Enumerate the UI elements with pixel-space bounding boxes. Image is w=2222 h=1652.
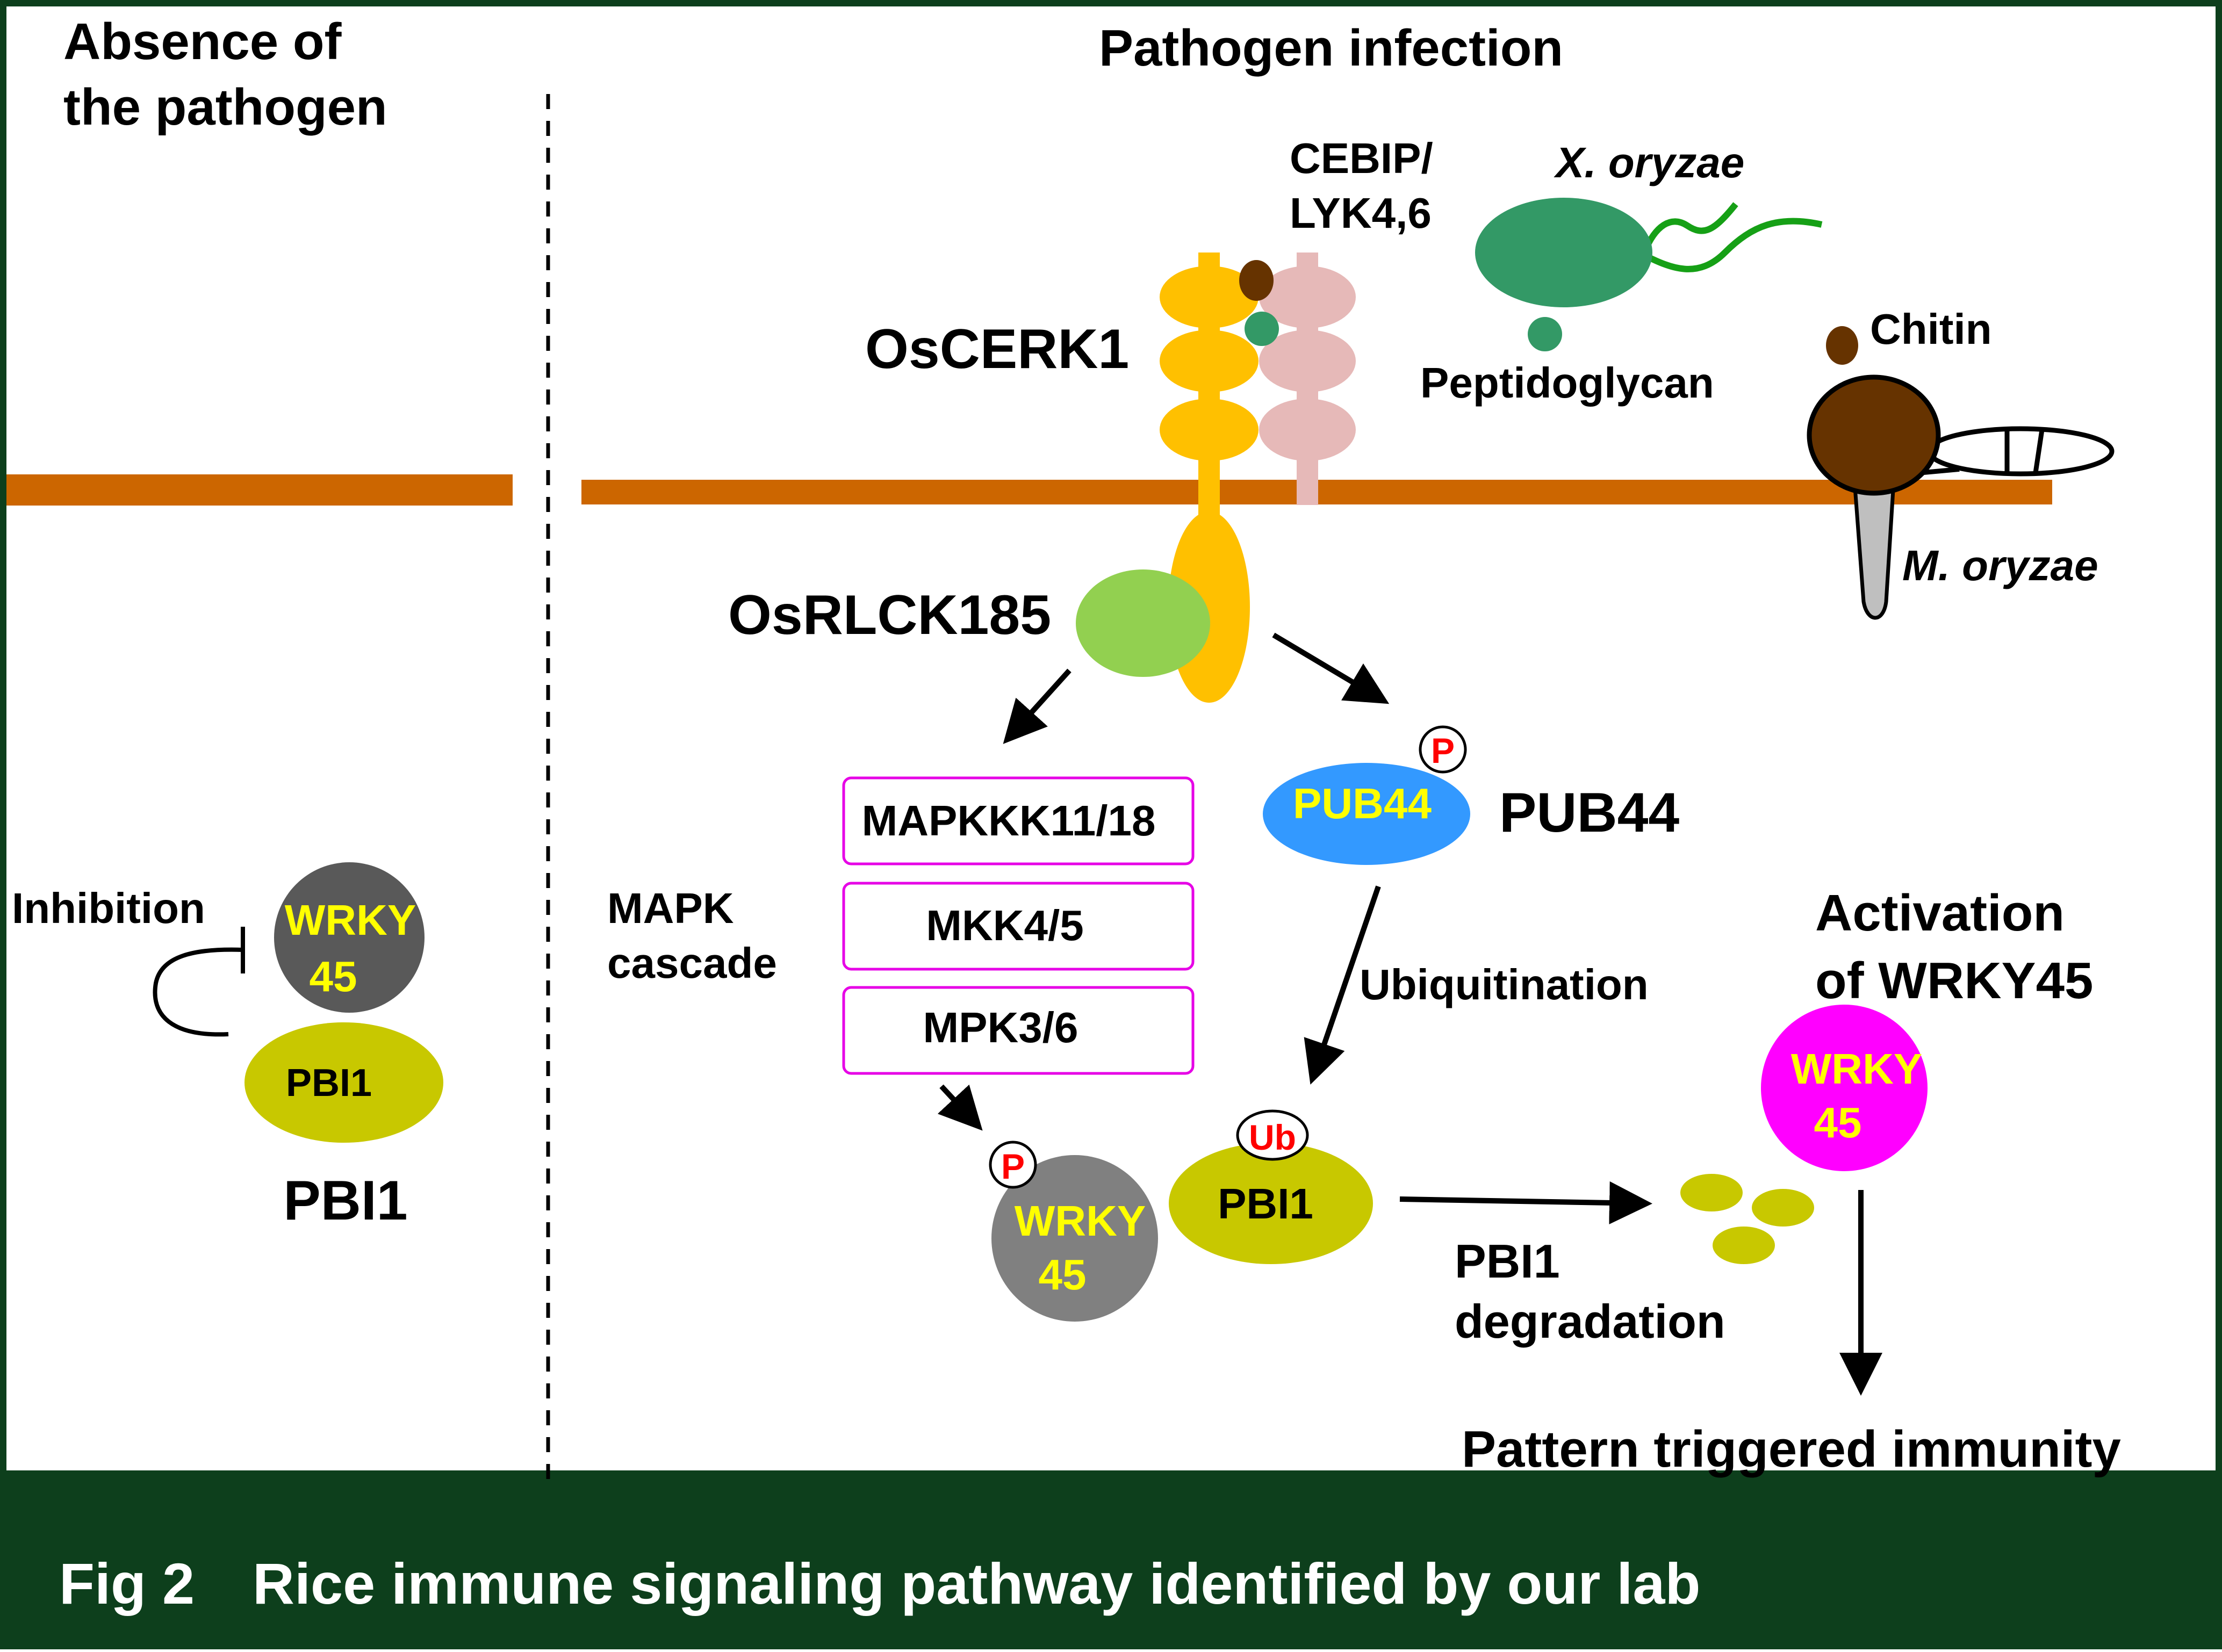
arrow-pbi1-degradation [1399, 1181, 1652, 1224]
pub44-inner-label: PUB44 [1293, 780, 1432, 827]
cebip-label-line2: LYK4,6 [1290, 189, 1432, 237]
peptidoglycan-label: Peptidoglycan [1420, 359, 1714, 407]
phospho-tag-wrky [989, 1141, 1037, 1189]
cebip-receptor [1259, 253, 1356, 505]
cebip-label-line1: CEBIP/ [1290, 134, 1433, 182]
t-bar-icon [153, 927, 245, 1037]
arrow-rlck-to-pub44 [1272, 632, 1390, 704]
mapk-label-line1: MAPK [607, 884, 734, 932]
pub44-label: PUB44 [1499, 782, 1679, 844]
pbi1-ubiquitinated [1169, 1143, 1373, 1264]
phospho-tag-pub44 [1419, 725, 1467, 774]
ubiquitination-label: Ubiquitination [1360, 961, 1649, 1008]
arrow-pub44-to-pbi1 [1304, 885, 1381, 1085]
wrky45-active-line2: 45 [1814, 1099, 1862, 1146]
wrky45-phosphorylated [991, 1155, 1158, 1322]
wrky45-inactive-line1: WRKY [285, 896, 416, 944]
osrlck185-label: OsRLCK185 [728, 584, 1051, 646]
osrlck185 [1076, 569, 1210, 677]
arrow-rlck-to-mapk [1003, 668, 1072, 744]
phospho-tag-pub44-label: P [1431, 731, 1455, 770]
oscerk1-label: OsCERK1 [865, 318, 1129, 380]
bacterium-icon [1475, 198, 1823, 307]
pbi1-fragments [1680, 1174, 1814, 1264]
mapk-box-mkk [842, 882, 1195, 971]
pbi1-left-inner: PBI1 [286, 1062, 372, 1105]
mapk-box-mkk-label: MKK4/5 [926, 901, 1083, 949]
pbi1-right-inner: PBI1 [1218, 1180, 1313, 1228]
chitin-particle-icon [1826, 326, 1858, 365]
wrky45-active [1761, 1005, 1928, 1171]
mapk-label-line2: cascade [607, 939, 777, 987]
wrky45-inactive [274, 862, 425, 1013]
arrow-mapk-to-wrky [937, 1084, 983, 1131]
pbi1-left-label: PBI1 [283, 1170, 407, 1232]
membrane-left [6, 474, 513, 506]
phospho-tag-wrky-label: P [1001, 1146, 1025, 1186]
oscerk1-receptor [1160, 253, 1259, 703]
wrky45-phospho-line2: 45 [1039, 1251, 1087, 1298]
wrky45-phospho-line1: WRKY [1015, 1197, 1146, 1245]
chitin-label: Chitin [1870, 305, 1992, 353]
left-title-line2: the pathogen [63, 78, 387, 136]
activation-label-line2: of WRKY45 [1815, 952, 2093, 1009]
pti-label: Pattern triggered immunity [1462, 1420, 2121, 1478]
fungus-spore-icon [1807, 374, 2115, 620]
peptidoglycan-bound-particle [1245, 312, 1279, 346]
figure-caption: Fig 2 Rice immune signaling pathway iden… [59, 1551, 1700, 1616]
wrky45-inactive-line2: 45 [310, 953, 357, 1000]
mapk-box-mpk-label: MPK3/6 [923, 1004, 1078, 1051]
wrky45-active-line1: WRKY [1791, 1045, 1922, 1093]
x-oryzae-label: X. oryzae [1554, 139, 1744, 186]
pub44 [1263, 763, 1470, 865]
pbi1-left [245, 1022, 443, 1143]
degradation-label-line2: degradation [1455, 1295, 1725, 1348]
mapk-box-mapkkk-label: MAPKKK11/18 [862, 797, 1156, 845]
ub-tag [1236, 1109, 1309, 1161]
chitin-bound-particle [1239, 260, 1274, 301]
ub-tag-label: Ub [1249, 1117, 1296, 1157]
m-oryzae-label: M. oryzae [1902, 542, 2098, 589]
peptidoglycan-particle-icon [1528, 317, 1562, 351]
inhibition-label: Inhibition [12, 884, 205, 932]
mapk-box-mpk [842, 986, 1195, 1075]
activation-label-line1: Activation [1815, 884, 2065, 942]
degradation-label-line1: PBI1 [1455, 1235, 1560, 1288]
right-title: Pathogen infection [1099, 19, 1563, 77]
mapk-box-mapkkk [842, 776, 1195, 865]
left-title-line1: Absence of [63, 13, 342, 70]
